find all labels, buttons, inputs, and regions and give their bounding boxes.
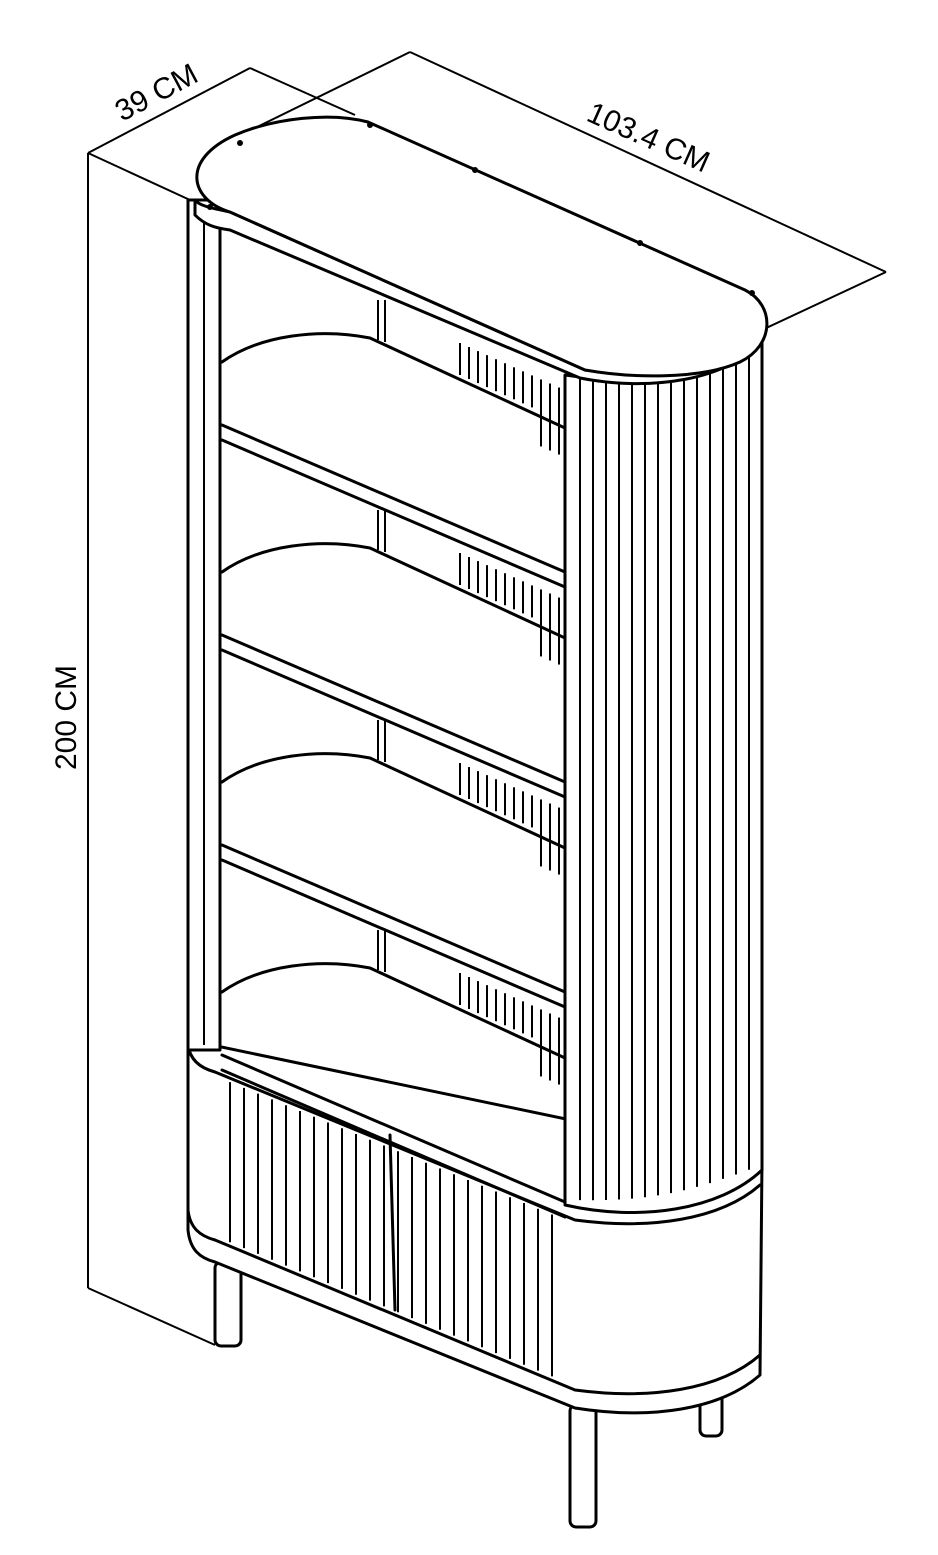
cabinet-fluting (229, 1082, 553, 1377)
height-label: 200 CM (50, 665, 83, 770)
leg-front (568, 1403, 598, 1529)
shelf (220, 930, 567, 1219)
width-dimension-line (409, 51, 887, 273)
leg-left (213, 1260, 243, 1348)
width-extension-left (254, 51, 411, 129)
depth-extension-right (249, 67, 356, 116)
top-panel (193, 115, 769, 386)
shelf (220, 720, 567, 1009)
shelf (220, 510, 567, 799)
top-fixing-dots (207, 122, 755, 296)
height-extension-bottom (87, 1287, 216, 1346)
width-label: 103.4 CM (582, 96, 714, 179)
depth-extension-left (87, 152, 191, 201)
right-side-panel (563, 338, 764, 1214)
shelf (220, 300, 567, 589)
dimension-lines (87, 51, 887, 1346)
width-extension-right (761, 271, 887, 331)
side-fluting (579, 345, 750, 1201)
depth-dimension-line (87, 67, 251, 154)
cabinet-door-split (388, 1133, 397, 1312)
shelves (220, 300, 567, 1219)
